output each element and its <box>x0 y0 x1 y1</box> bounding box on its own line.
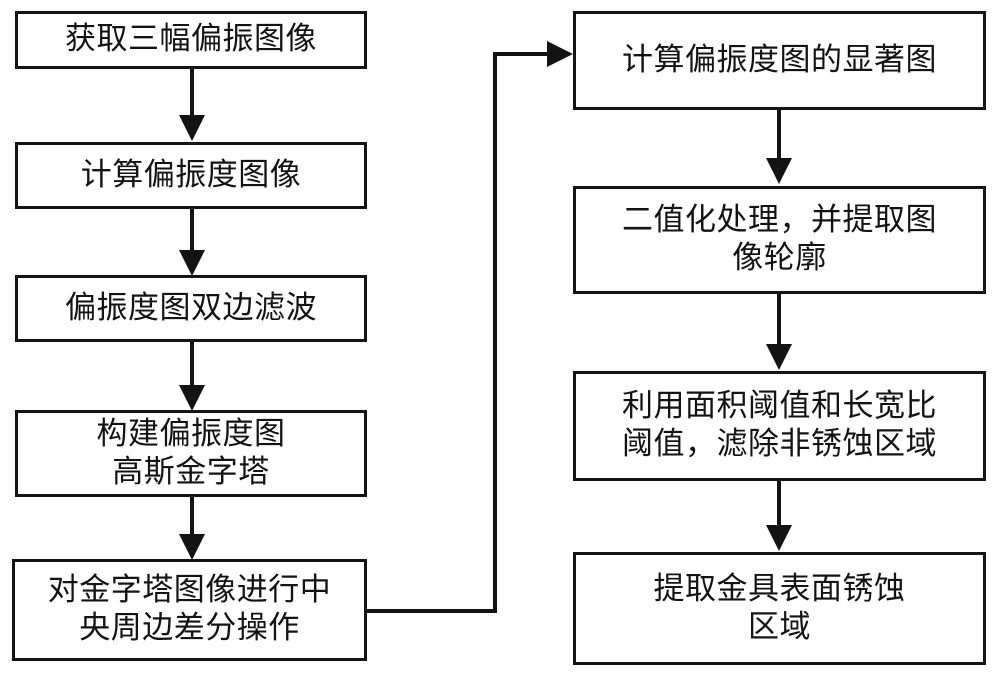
flow-node-build-gaussian-pyramid[interactable]: 构建偏振度图 高斯金字塔 <box>15 410 367 497</box>
connector-l5-r1-segment-horizontal-bottom <box>366 609 497 613</box>
connector-r3-r4-arrowhead-icon <box>766 525 792 551</box>
connector-l4-l5-line <box>190 497 194 539</box>
flow-node-extract-corrosion-region[interactable]: 提取金具表面锈蚀 区域 <box>573 552 986 665</box>
flow-node-label: 计算偏振度图的显著图 <box>622 41 937 78</box>
flow-node-label: 偏振度图双边滤波 <box>65 289 317 326</box>
connector-l5-r1-arrowhead-icon <box>547 41 573 67</box>
flow-node-center-surround-difference[interactable]: 对金字塔图像进行中 央周边差分操作 <box>12 559 367 661</box>
connector-l5-r1-segment-horizontal-top <box>493 52 551 56</box>
connector-l1-l2-line <box>190 69 194 120</box>
connector-l3-l4-line <box>190 342 194 390</box>
flow-node-compute-dop-image[interactable]: 计算偏振度图像 <box>15 142 367 209</box>
connector-r2-r3-arrowhead-icon <box>766 344 792 370</box>
connector-l3-l4-arrowhead-icon <box>179 385 205 411</box>
flow-node-label: 对金字塔图像进行中 央周边差分操作 <box>47 572 332 646</box>
connector-l1-l2-arrowhead-icon <box>179 115 205 141</box>
flow-node-label: 二值化处理，并提取图 像轮廓 <box>622 202 937 276</box>
flow-node-label: 提取金具表面锈蚀 区域 <box>653 570 906 645</box>
connector-l4-l5-arrowhead-icon <box>179 534 205 560</box>
flow-node-acquire-polarization-images[interactable]: 获取三幅偏振图像 <box>15 11 367 69</box>
connector-r1-r2-line <box>777 110 781 162</box>
flow-node-label: 获取三幅偏振图像 <box>65 21 317 58</box>
connector-r2-r3-line <box>777 294 781 347</box>
connector-r1-r2-arrowhead-icon <box>766 158 792 184</box>
connector-l5-r1-segment-vertical <box>493 52 497 613</box>
flow-node-label: 计算偏振度图像 <box>80 156 302 193</box>
connector-r3-r4-line <box>777 481 781 527</box>
connector-l2-l3-line <box>190 209 194 260</box>
flow-node-bilateral-filter[interactable]: 偏振度图双边滤波 <box>15 275 367 342</box>
flow-node-filter-by-area-and-aspect-ratio[interactable]: 利用面积阈值和长宽比 阈值，滤除非锈蚀区域 <box>573 371 986 481</box>
flow-node-binarize-and-extract-contours[interactable]: 二值化处理，并提取图 像轮廓 <box>573 186 986 294</box>
flow-node-label: 利用面积阈值和长宽比 阈值，滤除非锈蚀区域 <box>622 388 937 462</box>
flow-node-label: 构建偏振度图 高斯金字塔 <box>96 415 286 490</box>
flow-node-compute-saliency-map[interactable]: 计算偏振度图的显著图 <box>573 11 986 110</box>
connector-l2-l3-arrowhead-icon <box>179 250 205 276</box>
